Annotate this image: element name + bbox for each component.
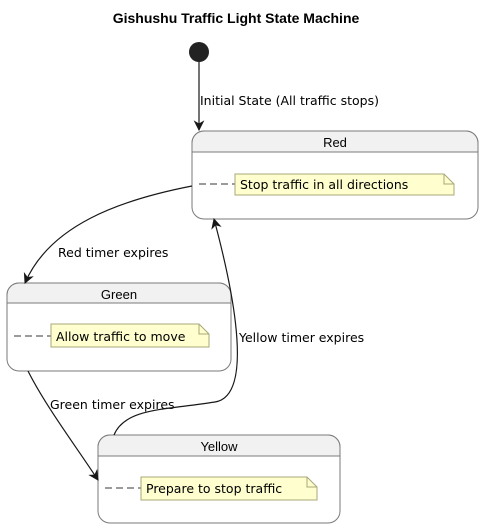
note-green-text: Allow traffic to move xyxy=(56,329,186,344)
note-yellow-text: Prepare to stop traffic xyxy=(146,481,282,496)
transition-green-to-yellow-label: Green timer expires xyxy=(50,397,175,412)
initial-transition-label: Initial State (All traffic stops) xyxy=(200,93,379,108)
note-red-fold xyxy=(443,174,454,185)
transition-yellow-to-red-label: Yellow timer expires xyxy=(238,330,364,345)
state-green[interactable]: Green Allow traffic to move xyxy=(6,282,232,372)
note-green-fold xyxy=(198,324,209,335)
state-green-name: Green xyxy=(101,287,137,302)
transition-yellow-to-red-arrow xyxy=(113,217,238,436)
state-yellow[interactable]: Yellow Prepare to stop traffic xyxy=(97,434,341,524)
note-yellow-fold xyxy=(306,477,317,488)
initial-state-dot xyxy=(189,42,209,62)
state-red-header xyxy=(191,130,479,153)
transition-red-to-green-label: Red timer expires xyxy=(58,245,168,260)
transition-red-to-green-arrow xyxy=(23,185,193,284)
diagram-title: Gishushu Traffic Light State Machine xyxy=(113,10,360,26)
transition-green-to-yellow-arrow xyxy=(27,370,99,481)
note-green-box xyxy=(50,323,210,348)
state-yellow-name: Yellow xyxy=(200,439,238,454)
note-red-box xyxy=(234,173,455,196)
state-green-header xyxy=(6,282,232,304)
state-yellow-header xyxy=(97,434,341,457)
state-red-name: Red xyxy=(323,135,347,150)
note-red-text: Stop traffic in all directions xyxy=(240,177,408,192)
state-red[interactable]: Red Stop traffic in all directions xyxy=(191,130,479,220)
note-yellow-box xyxy=(140,476,318,501)
